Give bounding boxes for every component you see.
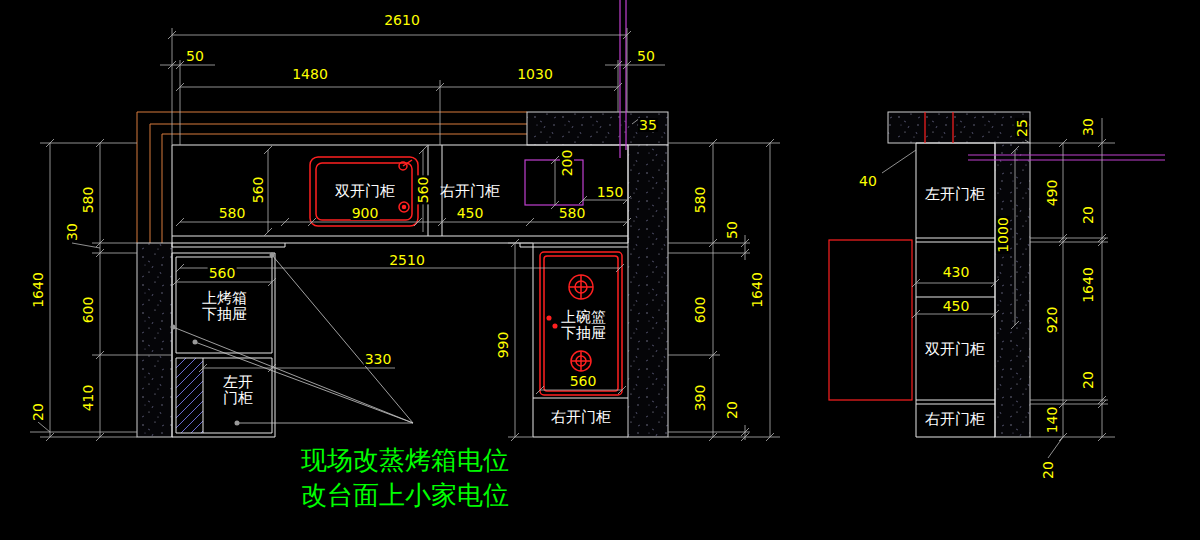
burner <box>571 351 591 371</box>
cooktop <box>540 252 622 395</box>
dimension-text: 25 <box>1015 118 1029 138</box>
dimension-text: 580 <box>81 186 95 215</box>
dimension-text: 20 <box>31 402 45 422</box>
cabinet-outline <box>172 143 995 437</box>
cabinet-box: 右开门柜 <box>916 405 993 433</box>
dimension-text: 20 <box>1081 205 1095 225</box>
dimension-text: 30 <box>1081 117 1095 137</box>
hatch <box>176 358 203 433</box>
dimension-text: 560 <box>569 374 598 388</box>
dimension-text: 560 <box>416 176 430 205</box>
dimension-text: 1000 <box>996 216 1010 254</box>
dimension-text: 140 <box>1045 406 1059 435</box>
dimension-text: 200 <box>560 149 574 178</box>
cabinet-label: 左开 门柜 <box>220 374 256 407</box>
sink <box>310 157 418 226</box>
dimension-text: 40 <box>858 174 878 188</box>
granite-wall <box>527 112 668 145</box>
dimension-text: 990 <box>496 331 510 360</box>
knob <box>553 324 557 328</box>
dimension-text: 20 <box>725 400 739 420</box>
note-text: 改台面上小家电位 <box>300 482 510 508</box>
burner <box>571 351 591 371</box>
wall-line <box>137 112 527 243</box>
dimension-text: 1480 <box>291 67 329 81</box>
leader-dot <box>270 253 275 258</box>
leader-line <box>173 255 413 423</box>
dimension-text: 2510 <box>388 253 426 267</box>
cabinet-box: 左开 门柜 <box>205 368 271 412</box>
cabinet-label: 双开门柜 <box>335 183 395 200</box>
dimension-text: 35 <box>638 118 658 132</box>
dimension-text: 450 <box>942 299 971 313</box>
dimension-text: 30 <box>65 222 79 242</box>
leader-dot <box>193 340 198 345</box>
leader-dot <box>171 325 176 330</box>
knob <box>547 316 551 320</box>
cabinet-box: 双开门柜 <box>916 298 993 400</box>
appliance-outline <box>829 240 912 400</box>
dimension-text: 580 <box>218 206 247 220</box>
note-text: 现场改蒸烤箱电位 <box>300 447 510 473</box>
drain <box>403 206 406 209</box>
granite-wall <box>628 145 668 437</box>
granite-mark <box>925 112 953 143</box>
cabinet-box: 右开门柜 <box>536 400 626 434</box>
granite-wall <box>137 243 172 437</box>
cabinet-box: 上碗篮 下抽屉 <box>540 300 626 350</box>
dimension-text: 1640 <box>31 271 45 309</box>
dimension-text: 150 <box>596 185 625 199</box>
leader-dot <box>235 421 240 426</box>
faucet <box>399 162 407 170</box>
cabinet-label: 上碗篮 下抽屉 <box>558 309 609 342</box>
dimension-text: 390 <box>693 384 707 413</box>
dimension-text: 560 <box>251 176 265 205</box>
dimension-text: 1640 <box>750 271 764 309</box>
dimension-text: 410 <box>81 384 95 413</box>
dimension-text: 600 <box>693 296 707 325</box>
cabinet-label: 左开门柜 <box>925 186 985 203</box>
dimension-text: 1640 <box>1081 266 1095 304</box>
dimension-text: 920 <box>1045 306 1059 335</box>
cabinet-box: 左开门柜 <box>916 150 993 238</box>
dimension-text: 20 <box>1081 370 1095 390</box>
dimension-text: 580 <box>558 206 587 220</box>
dimension-text: 580 <box>693 186 707 215</box>
dimension-text: 430 <box>942 265 971 279</box>
cabinet-label: 双开门柜 <box>925 341 985 358</box>
dimension-text: 330 <box>364 352 393 366</box>
dimension-text: 600 <box>81 296 95 325</box>
dimension-text: 900 <box>351 206 380 220</box>
drain <box>399 202 409 212</box>
dimension-text: 560 <box>208 266 237 280</box>
dimension-text: 2610 <box>383 13 421 27</box>
cabinet-label: 右开门柜 <box>551 409 611 426</box>
cabinet-label: 上烤箱 下抽屉 <box>199 290 250 323</box>
dimension-line <box>30 28 1115 458</box>
granite-wall <box>995 143 1030 437</box>
cabinet-label: 右开门柜 <box>440 183 500 200</box>
dimension-text: 50 <box>725 220 739 240</box>
hood-outline <box>525 160 583 205</box>
dimension-text: 1030 <box>516 67 554 81</box>
dimension-text: 450 <box>456 206 485 220</box>
dimension-text: 20 <box>1041 460 1055 480</box>
dimension-text: 490 <box>1045 179 1059 208</box>
pipe <box>620 0 1165 160</box>
cabinet-label: 右开门柜 <box>925 411 985 428</box>
burner <box>569 275 593 299</box>
granite-wall <box>888 112 1030 143</box>
burner <box>569 275 593 299</box>
cooktop-frame <box>544 256 618 391</box>
sink-bowl <box>310 157 418 226</box>
dimension-text: 50 <box>185 49 205 63</box>
sink-bowl <box>316 163 412 220</box>
cooktop-frame <box>540 252 622 395</box>
dimension-text: 50 <box>636 49 656 63</box>
